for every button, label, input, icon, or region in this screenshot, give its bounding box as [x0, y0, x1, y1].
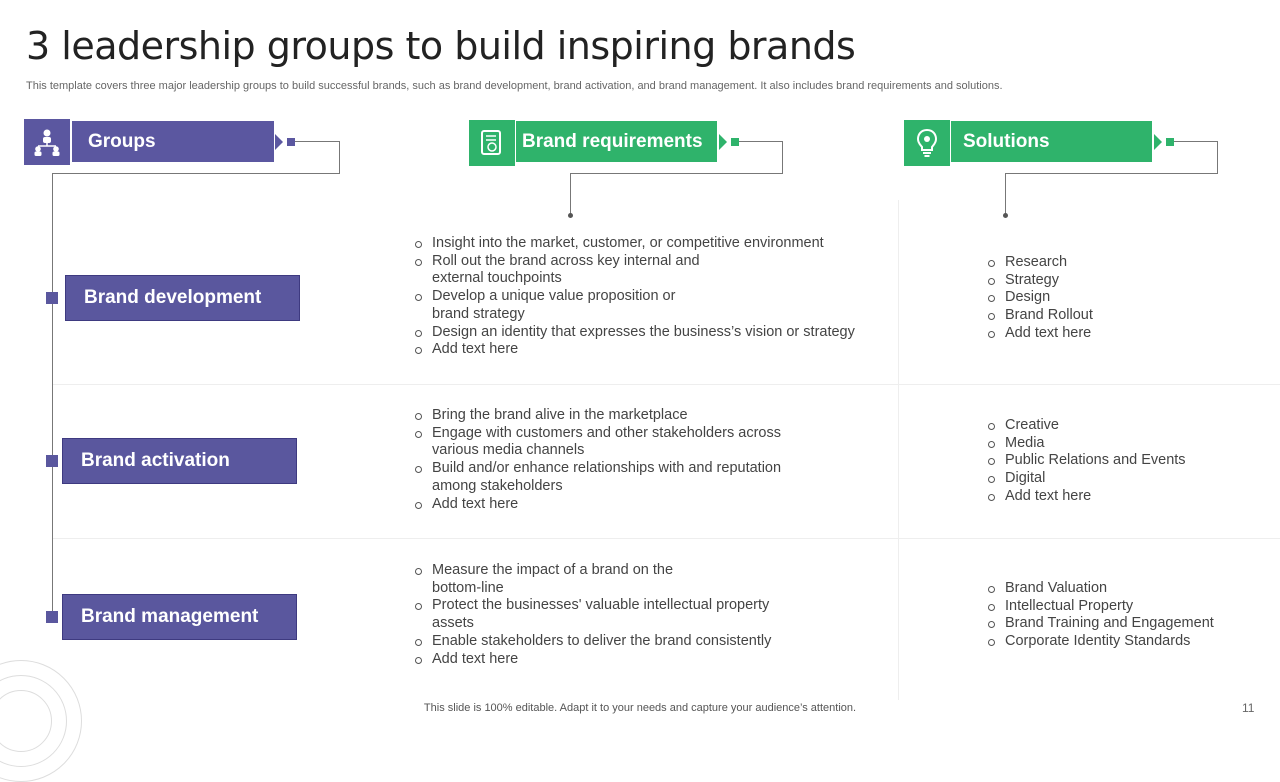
footer-note: This slide is 100% editable. Adapt it to… [423, 702, 857, 714]
list-item: Add text here [413, 651, 883, 669]
header-solutions-arrow [1154, 134, 1162, 150]
list-item: Brand Rollout [986, 307, 1256, 325]
list-item: Corporate Identity Standards [986, 633, 1256, 651]
list-item: Add text here [413, 496, 883, 514]
header-groups-square [287, 138, 295, 146]
group-label-brand-development: Brand development [65, 275, 300, 321]
groups-vertical-line [52, 173, 53, 618]
list-item: Public Relations and Events [986, 452, 1256, 470]
row-marker [46, 292, 58, 304]
list-item: Add text here [986, 325, 1256, 343]
list-item: Add text here [413, 341, 883, 359]
document-badge-icon [469, 120, 515, 166]
people-hierarchy-icon [24, 119, 70, 165]
list-item: Insight into the market, customer, or co… [413, 235, 883, 253]
list-item: Brand Training and Engagement [986, 615, 1256, 633]
list-item: Brand Valuation [986, 580, 1256, 598]
list-item: Enable stakeholders to deliver the brand… [413, 633, 883, 651]
list-item: Intellectual Property [986, 598, 1256, 616]
requirements-list: Insight into the market, customer, or co… [413, 235, 883, 359]
group-label-brand-activation: Brand activation [62, 438, 297, 484]
list-item: Research [986, 254, 1256, 272]
connector-dot [568, 213, 573, 218]
lightbulb-icon [904, 120, 950, 166]
list-item: Design [986, 289, 1256, 307]
list-item: Bring the brand alive in the marketplace [413, 407, 883, 425]
row-divider [53, 538, 1280, 539]
header-requirements-arrow [719, 134, 727, 150]
connector-line [52, 173, 340, 174]
connector-line [339, 141, 340, 174]
list-item: Protect the businesses' valuable intelle… [413, 597, 883, 632]
header-requirements-square [731, 138, 739, 146]
row-divider [53, 384, 1280, 385]
connector-line [782, 141, 783, 174]
list-item: Strategy [986, 272, 1256, 290]
header-solutions: Solutions [951, 121, 1152, 162]
connector-line [1005, 173, 1006, 215]
list-item: Media [986, 435, 1256, 453]
list-item: Engage with customers and other stakehol… [413, 425, 883, 460]
list-item: Roll out the brand across key internal a… [413, 253, 883, 288]
list-item: Build and/or enhance relationships with … [413, 460, 883, 495]
header-solutions-square [1166, 138, 1174, 146]
requirements-list: Bring the brand alive in the marketplace… [413, 407, 883, 513]
header-groups-arrow [275, 134, 283, 150]
row-marker [46, 455, 58, 467]
list-item: Add text here [986, 488, 1256, 506]
connector-line [570, 173, 571, 215]
group-label-text: Brand development [84, 287, 262, 308]
row-marker [46, 611, 58, 623]
connector-dot [1003, 213, 1008, 218]
column-divider [898, 200, 899, 700]
connector-line [1217, 141, 1218, 174]
group-label-brand-management: Brand management [62, 594, 297, 640]
slide-title: 3 leadership groups to build inspiring b… [26, 24, 856, 68]
list-item: Design an identity that expresses the bu… [413, 324, 883, 342]
group-label-text: Brand activation [81, 450, 230, 471]
header-groups: Groups [72, 121, 274, 162]
header-groups-label: Groups [88, 130, 156, 152]
list-item: Creative [986, 417, 1256, 435]
connector-line [570, 173, 783, 174]
group-label-text: Brand management [81, 606, 259, 627]
connector-line [739, 141, 783, 142]
connector-line [1005, 173, 1218, 174]
connector-line [295, 141, 340, 142]
slide-subtitle: This template covers three major leaders… [26, 80, 1003, 92]
page-number: 11 [1242, 701, 1255, 715]
header-solutions-label: Solutions [963, 130, 1050, 152]
list-item: Digital [986, 470, 1256, 488]
header-requirements-label: Brand requirements [522, 130, 703, 152]
connector-line [1174, 141, 1218, 142]
header-requirements: Brand requirements [516, 121, 717, 162]
